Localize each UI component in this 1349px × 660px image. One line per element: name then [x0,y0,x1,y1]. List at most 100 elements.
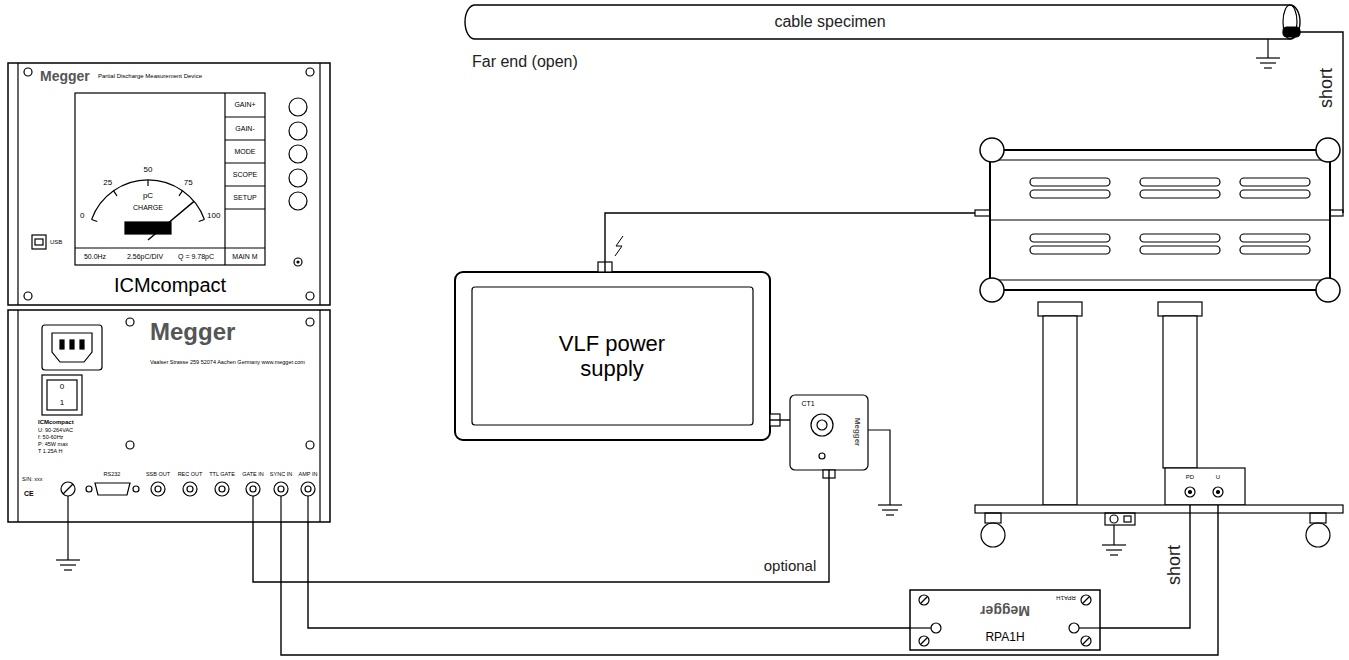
ct-drawing [878,504,902,505]
rpa-drawing [1083,638,1089,644]
port-label: AMP IN [299,471,318,477]
softkey-label: MODE [235,147,256,155]
port-label: SYNC IN [270,471,292,477]
cable-drawing [1264,67,1272,68]
coupling-unit-drawing [1030,246,1110,254]
coupling-unit-drawing [990,219,1330,220]
rpa-drawing [1083,597,1089,603]
coupling-unit-drawing [980,138,1004,162]
serial-number: S/N: xxx [22,476,42,482]
cable-drawing [465,5,1300,68]
coupling-unit-drawing [1043,316,1077,505]
wire-label: optional [763,557,818,574]
cable-drawing [465,5,1300,39]
rpa-drawing [1081,636,1091,646]
coupling-unit-drawing [990,150,1330,290]
rear-panel-drawing [126,318,134,326]
status-text: Q = 9.78pC [178,252,214,260]
front-panel-drawing [114,191,117,196]
switch-mark: 1 [60,398,64,407]
coupling-unit-drawing [1306,523,1330,547]
coupling-unit-drawing [1140,178,1220,186]
softkey-label: GAIN+ [234,101,255,109]
rear-panel-drawing [70,340,74,349]
ct-drawing [790,395,868,470]
ct-drawing [819,453,825,459]
coupling-unit-drawing [1106,549,1122,550]
front-panel-drawing [147,180,148,186]
softkey-label: SETUP [233,193,256,201]
front-panel-drawing [289,145,307,163]
front-panel-drawing [17,63,18,305]
front-panel-drawing [306,68,314,76]
rear-panel-drawing [252,496,253,522]
front-panel-drawing [199,220,205,222]
front-panel-drawing [179,191,182,196]
node-label: RPA1H [985,631,1024,645]
rear-panel-drawing [219,486,225,492]
front-panel-drawing [289,192,307,210]
coupling-unit-drawing [1217,491,1220,494]
front-panel-drawing [225,208,265,209]
softkey-label: GAIN- [235,124,254,132]
rear-panel-drawing [80,340,84,349]
switch-mark: 0 [60,382,64,391]
rear-panel-drawing [42,375,82,415]
coupling-unit-drawing [985,513,1001,523]
front-panel-drawing [8,63,330,305]
coupling-unit-drawing [1102,544,1126,545]
vlf-drawing [455,236,780,440]
port-label: USB [50,239,62,246]
coupling-unit-drawing [1213,487,1223,497]
status-text: 50.0Hz [84,252,106,260]
rear-panel-drawing [306,318,314,326]
rpa-drawing [919,636,929,646]
cable-specimen: cable specimen [465,5,1300,40]
ct-drawing [868,430,890,505]
front-panel-drawing [289,169,307,187]
port-label: SSB OUT [146,471,170,477]
brand-logo: Megger [150,318,235,346]
scale-number: 100 [207,212,220,221]
brand-logo: Megger [40,68,90,84]
front-panel-drawing [92,220,98,222]
rear-panel-drawing [305,486,311,492]
front-panel-drawing [224,93,225,265]
front-panel-drawing [225,116,265,117]
scale-number: 0 [80,212,84,221]
rpa-drawing [921,638,927,644]
rear-panel-drawing [126,441,134,449]
ct-drawing [882,509,898,510]
vlf-power-supply: VLF power supply [455,272,770,440]
coupling-unit-drawing [1105,513,1135,525]
ct-drawing [886,514,894,515]
rpa-drawing [931,623,941,633]
rear-panel-drawing [42,325,102,370]
rear-panel-drawing [86,486,92,492]
node-label: PD [1186,474,1194,481]
device-title: Partial Discharge Measurement Device [98,73,202,80]
coupling-unit-drawing [980,278,1004,302]
rear-panel-drawing [60,340,64,349]
coupling-unit-drawing [1030,234,1110,242]
coupling-unit-drawing [1124,516,1131,522]
cable-drawing [1267,39,1268,58]
rear-panel-drawing [8,310,330,522]
scale-number: 75 [184,178,193,187]
port-label: TTL GATE [209,471,235,477]
coupling-unit-drawing [1140,246,1220,254]
front-panel-drawing [32,235,46,249]
connection-wire [253,470,829,582]
rear-panel-drawing [319,310,320,522]
rpa-drawing [921,597,927,603]
brand-logo: Megger [980,603,1030,619]
status-text: 2.56pC/DIV [127,252,163,260]
front-panel-drawing [75,93,265,265]
ce-mark: CE [24,490,34,498]
front-panel-drawing [225,162,265,163]
coupling-unit-drawing [1110,515,1118,523]
icm-front-panel: ICMcompact [8,63,330,305]
rear-panel-drawing [274,482,288,496]
connection-wire [770,419,790,420]
coupling-unit-drawing [1110,554,1118,555]
